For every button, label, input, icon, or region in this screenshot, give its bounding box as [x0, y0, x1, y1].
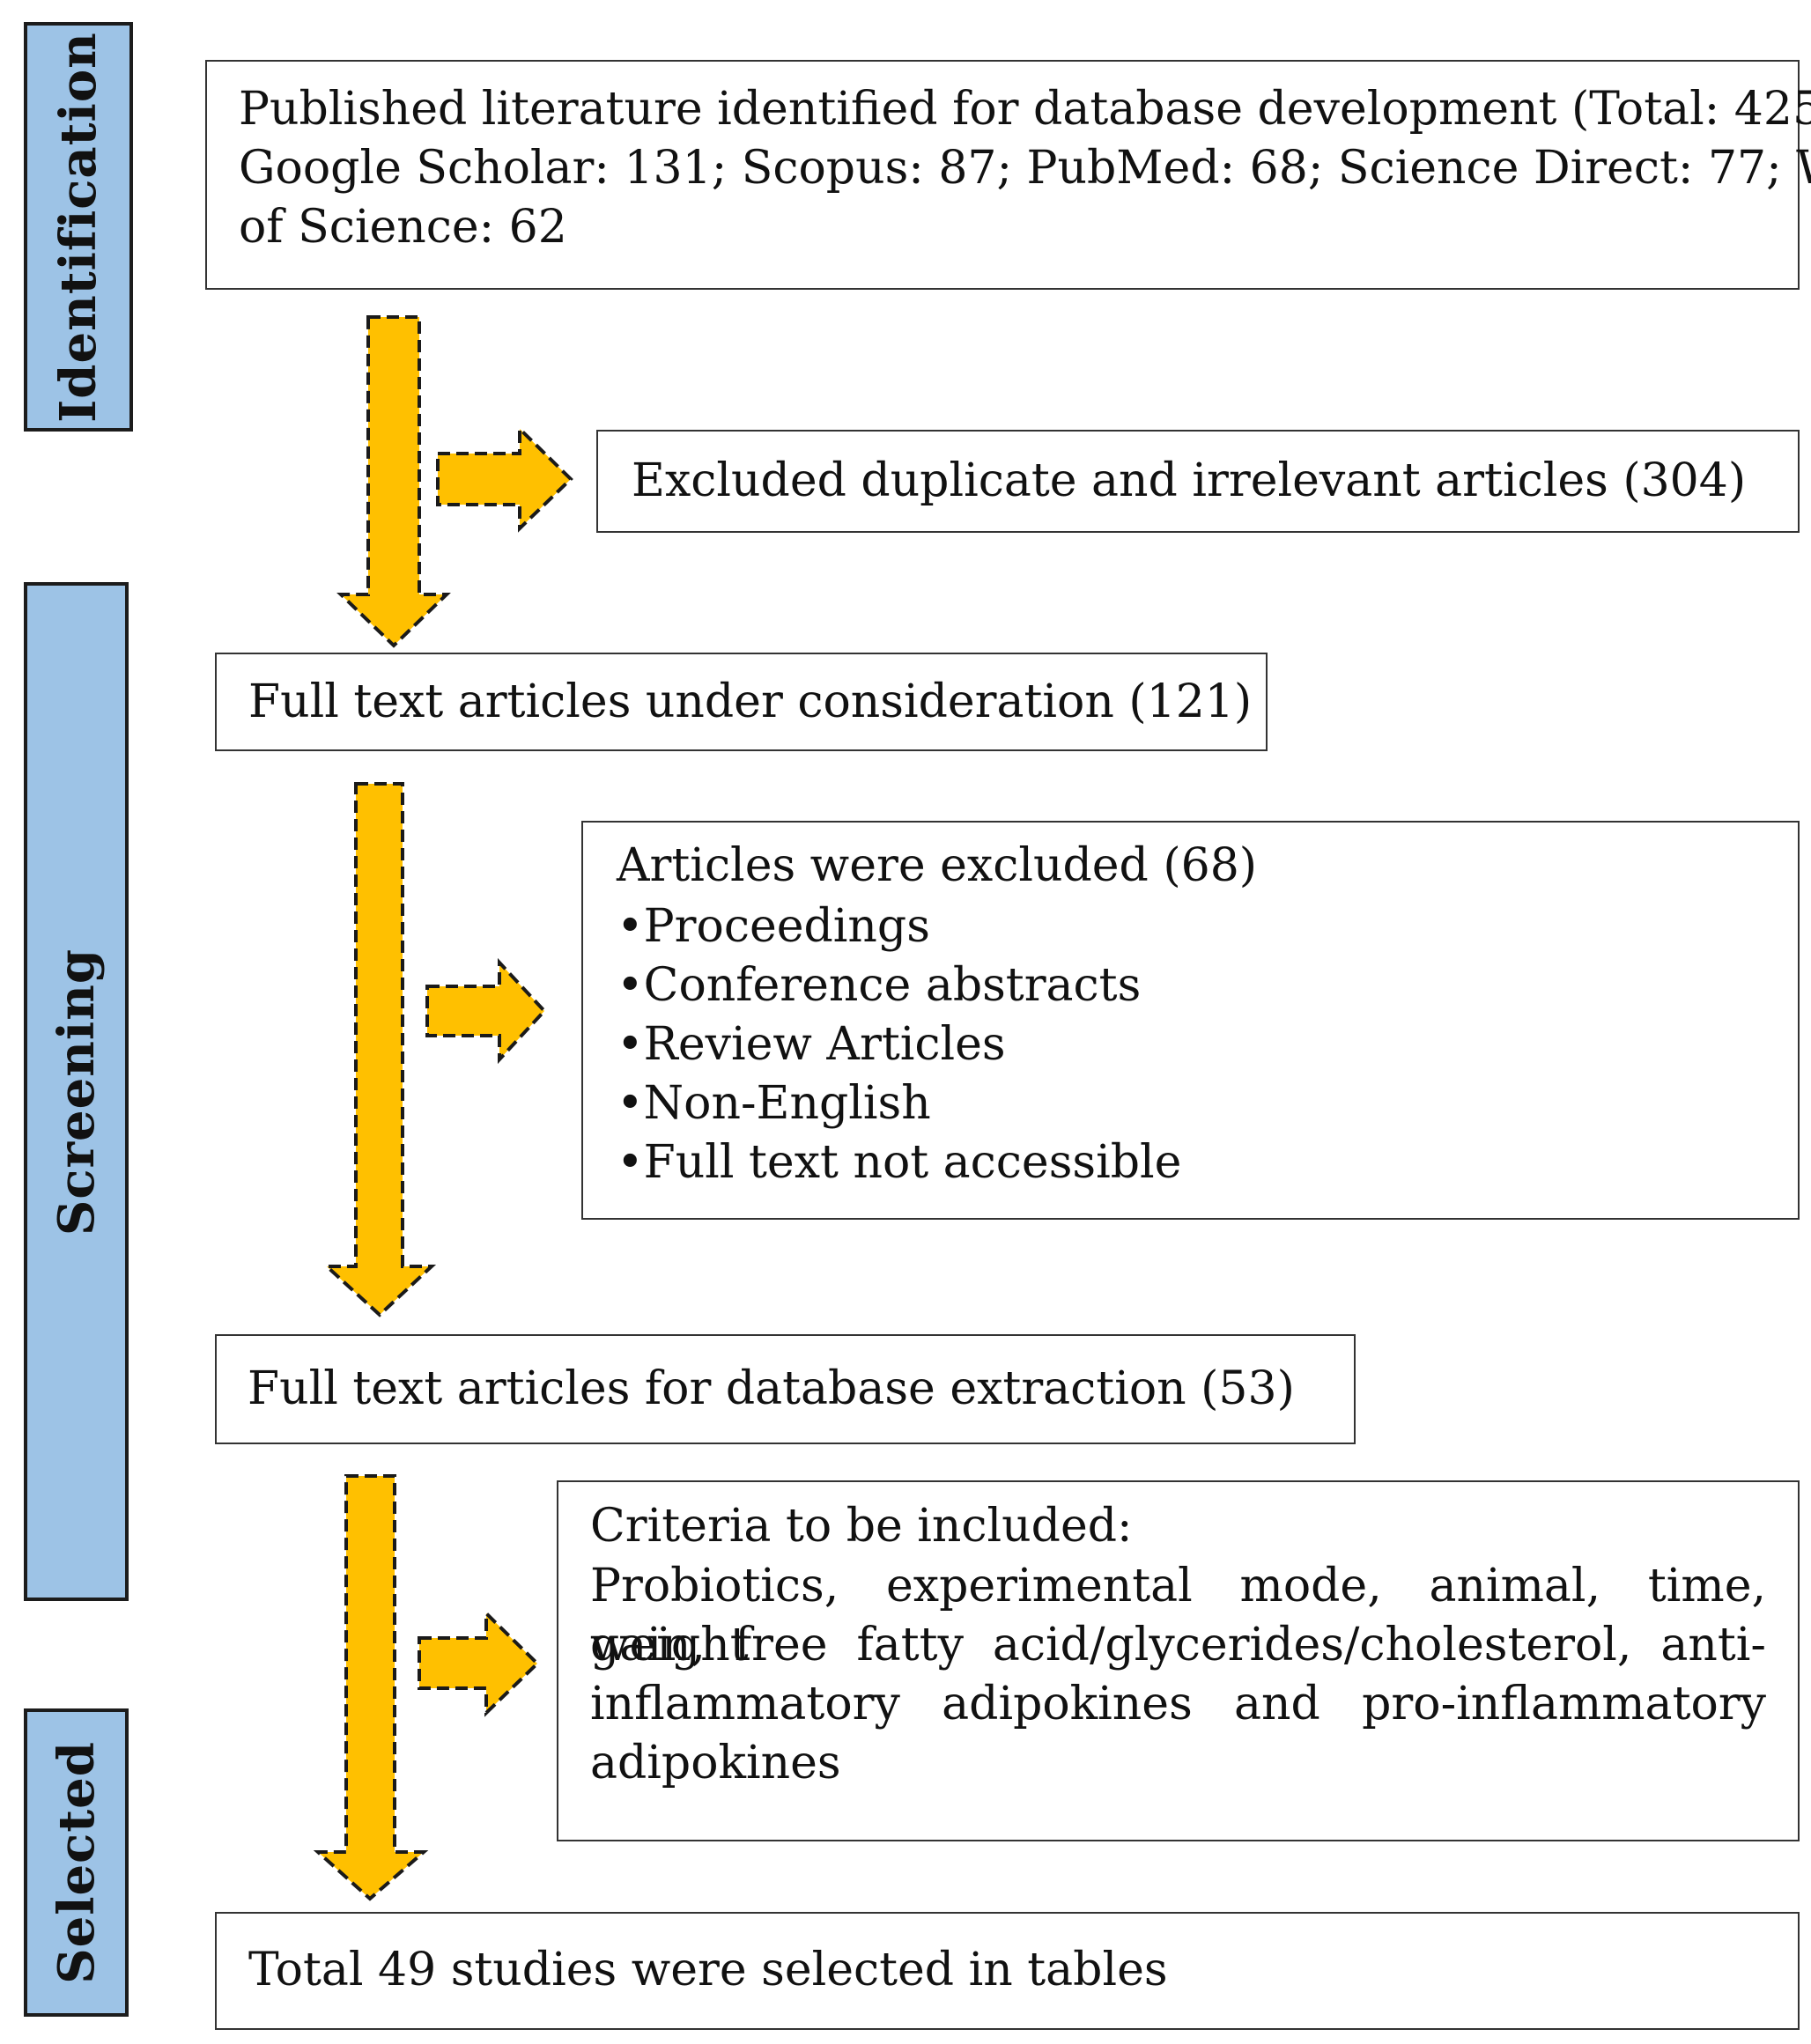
criteria-line-1: Probiotics, experimental mode, animal, t… [590, 1560, 1766, 1671]
identified-line-1: Published literature identified for data… [239, 83, 1811, 136]
identified-box: Published literature identified for data… [205, 60, 1811, 290]
excluded-item-label: Review Articles [643, 1018, 1006, 1071]
excluded-item-3: •Review Articles [617, 1015, 1006, 1074]
right-arrow-1 [436, 424, 573, 533]
down-arrow-3 [313, 1474, 429, 1901]
criteria-line-3: inflammatory adipokines and pro-inflamma… [590, 1678, 1766, 1730]
stage-label-selected: Selected [24, 1708, 129, 2017]
identified-line-3: of Science: 62 [239, 201, 567, 254]
bullet-icon: • [617, 1136, 644, 1189]
excluded-articles-title: Articles were excluded (68) [617, 839, 1258, 892]
bullet-icon: • [617, 1077, 644, 1130]
total-selected-text: Total 49 studies were selected in tables [248, 1944, 1168, 1996]
stage-label-identification: Identification [24, 22, 133, 432]
excluded-item-label: Conference abstracts [643, 959, 1142, 1012]
excluded-item-label: Full text not accessible [643, 1136, 1182, 1189]
down-arrow-2 [322, 782, 437, 1317]
excluded-item-5: •Full text not accessible [617, 1133, 1181, 1192]
stage-label-screening: Screening [24, 582, 129, 1601]
criteria-line-4: adipokines [590, 1737, 841, 1789]
right-arrow-2 [425, 957, 547, 1065]
criteria-line-2: gain, free fatty acid/glycerides/cholest… [590, 1619, 1766, 1671]
total-selected-box: Total 49 studies were selected in tables [215, 1912, 1800, 2030]
database-extraction-box: Full text articles for database extracti… [215, 1334, 1356, 1444]
bullet-icon: • [617, 900, 644, 953]
under-consideration-box: Full text articles under consideration (… [215, 653, 1268, 751]
bullet-icon: • [617, 959, 644, 1012]
criteria-box: Criteria to be included: Probiotics, exp… [557, 1480, 1800, 1841]
under-consideration-text: Full text articles under consideration (… [248, 675, 1253, 728]
excluded-item-1: •Proceedings [617, 897, 930, 956]
excluded-duplicates-box: Excluded duplicate and irrelevant articl… [596, 430, 1800, 533]
identified-line-2: Google Scholar: 131; Scopus: 87; PubMed:… [239, 142, 1811, 195]
database-extraction-text: Full text articles for database extracti… [248, 1362, 1295, 1415]
excluded-duplicates-text: Excluded duplicate and irrelevant articl… [632, 454, 1747, 507]
excluded-articles-box: Articles were excluded (68) •Proceedings… [581, 821, 1800, 1220]
excluded-item-2: •Conference abstracts [617, 956, 1141, 1015]
right-arrow-3 [418, 1609, 540, 1717]
excluded-item-4: •Non-English [617, 1074, 931, 1133]
bullet-icon: • [617, 1018, 644, 1071]
criteria-title: Criteria to be included: [590, 1500, 1133, 1553]
down-arrow-1 [336, 315, 451, 648]
excluded-item-label: Proceedings [643, 900, 930, 953]
excluded-item-label: Non-English [643, 1077, 931, 1130]
